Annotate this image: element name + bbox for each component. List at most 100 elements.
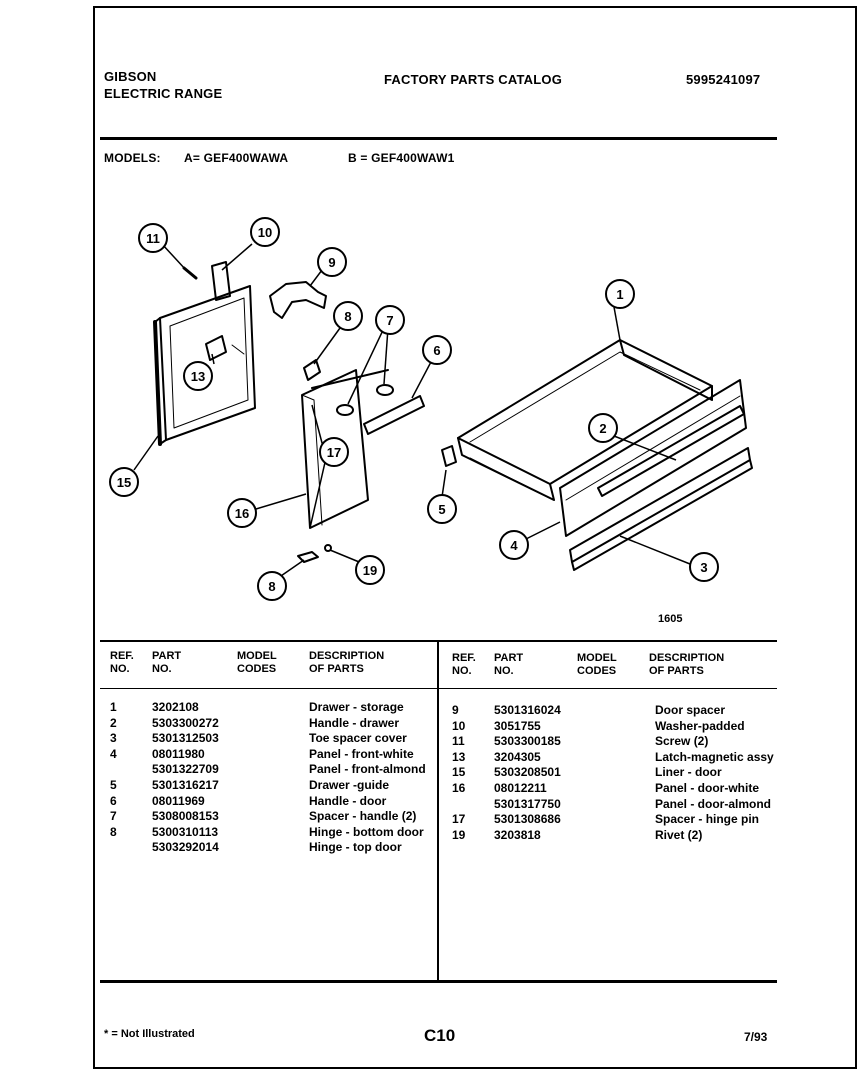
part-no: 5308008153 [152, 809, 219, 824]
ref-no [110, 762, 152, 778]
description: Drawer - storage [309, 700, 404, 714]
description: Panel - door-almond [655, 796, 772, 811]
revision-date: 7/93 [744, 1030, 768, 1044]
table-row: 1 3202108 Drawer - storage [110, 700, 426, 716]
page-frame [93, 6, 857, 1069]
description: Washer-padded [655, 718, 745, 733]
product-name: ELECTRIC RANGE [104, 86, 223, 101]
ref-no [452, 797, 494, 813]
callout-11: 11 [146, 231, 160, 246]
part-no: 5301316024 [494, 703, 561, 717]
part-no: 5301316217 [152, 777, 219, 792]
part-no: 5301312503 [152, 731, 219, 746]
figure-code: 1605 [658, 613, 682, 625]
callout-13: 13 [191, 369, 205, 384]
part-no: 5303300185 [494, 734, 561, 749]
callout-4: 4 [510, 538, 518, 553]
description: Handle - door [309, 793, 387, 808]
ref-no: 7 [110, 809, 117, 824]
description: Screw (2) [655, 734, 709, 749]
callout-9: 9 [328, 255, 335, 270]
part-no: 5301308686 [494, 812, 561, 827]
part-no: 5303300272 [152, 715, 219, 730]
header-ref-right: REF.NO. [452, 652, 476, 677]
ref-no: 3 [110, 731, 117, 746]
ref-no: 16 [452, 780, 466, 795]
callout-8-top: 8 [344, 309, 351, 324]
part-no: 5303208501 [494, 765, 561, 780]
header-rule [100, 137, 777, 140]
table-row: 9 5301316024 Door spacer [452, 703, 774, 719]
ref-no: 13 [452, 749, 466, 764]
ref-no: 11 [452, 734, 465, 749]
description: Toe spacer cover [309, 731, 407, 746]
part-no: 08011969 [152, 793, 205, 808]
brand-name: GIBSON [104, 69, 157, 84]
part-no: 3202108 [152, 700, 199, 714]
callout-6: 6 [433, 343, 440, 358]
description: Liner - door [655, 765, 722, 780]
table-top-rule [100, 640, 777, 642]
part-no: 5303292014 [152, 840, 219, 855]
ref-no: 6 [110, 793, 117, 808]
callout-3: 3 [700, 560, 707, 575]
part-no: 3051755 [494, 718, 541, 733]
ref-no: 15 [452, 765, 466, 780]
ref-no: 8 [110, 824, 117, 839]
table-bottom-rule [100, 980, 777, 983]
description: Latch-magnetic assy [655, 749, 774, 764]
table-row: 13 3204305 Latch-magnetic assy [452, 750, 774, 766]
callout-17: 17 [327, 445, 341, 460]
part-no: 3203818 [494, 827, 541, 842]
callout-19: 19 [363, 563, 377, 578]
ref-no: 9 [452, 703, 459, 717]
description: Door spacer [655, 703, 726, 717]
ref-no: 17 [452, 812, 466, 827]
table-row: 3 5301312503 Toe spacer cover [110, 731, 426, 747]
table-row: 10 3051755 Washer-padded [452, 719, 774, 735]
description: Spacer - hinge pin [655, 812, 760, 827]
callout-2: 2 [599, 421, 606, 436]
ref-no: 2 [110, 715, 117, 730]
description: Drawer -guide [309, 777, 390, 792]
ref-no: 5 [110, 777, 117, 792]
catalog-title: FACTORY PARTS CATALOG [384, 72, 563, 87]
ref-no: 1 [110, 700, 117, 714]
callout-10: 10 [258, 225, 272, 240]
table-row: 17 5301308686 Spacer - hinge pin [452, 812, 774, 828]
table-row: 5303292014 Hinge - top door [110, 840, 426, 856]
part-no: 08011980 [152, 746, 205, 761]
page-number: C10 [424, 1026, 456, 1045]
table-row: 6 08011969 Handle - door [110, 794, 426, 810]
callout-1: 1 [616, 287, 623, 302]
callout-15: 15 [117, 475, 131, 490]
exploded-parts-diagram: 11 10 9 8 7 6 1 13 17 2 15 16 5 4 8 19 3… [109, 217, 753, 625]
callout-16: 16 [235, 506, 249, 521]
description: Spacer - handle (2) [309, 809, 417, 824]
part-no: 08012211 [494, 780, 547, 795]
table-row: 7 5308008153 Spacer - handle (2) [110, 809, 426, 825]
part-no: 3204305 [494, 749, 541, 764]
ref-no [110, 840, 152, 856]
table-row: 11 5303300185 Screw (2) [452, 734, 774, 750]
models-label: MODELS: [104, 151, 161, 165]
description: Rivet (2) [655, 827, 703, 842]
ref-no: 10 [452, 718, 466, 733]
description: Panel - front-white [309, 746, 414, 761]
model-b: B = GEF400WAW1 [348, 151, 455, 165]
table-row: 15 5303208501 Liner - door [452, 765, 774, 781]
model-a: A= GEF400WAWA [184, 151, 289, 165]
description: Hinge - top door [309, 840, 402, 855]
parts-list-right: 9 5301316024 Door spacer 10 3051755 Washer-p… [452, 703, 774, 843]
